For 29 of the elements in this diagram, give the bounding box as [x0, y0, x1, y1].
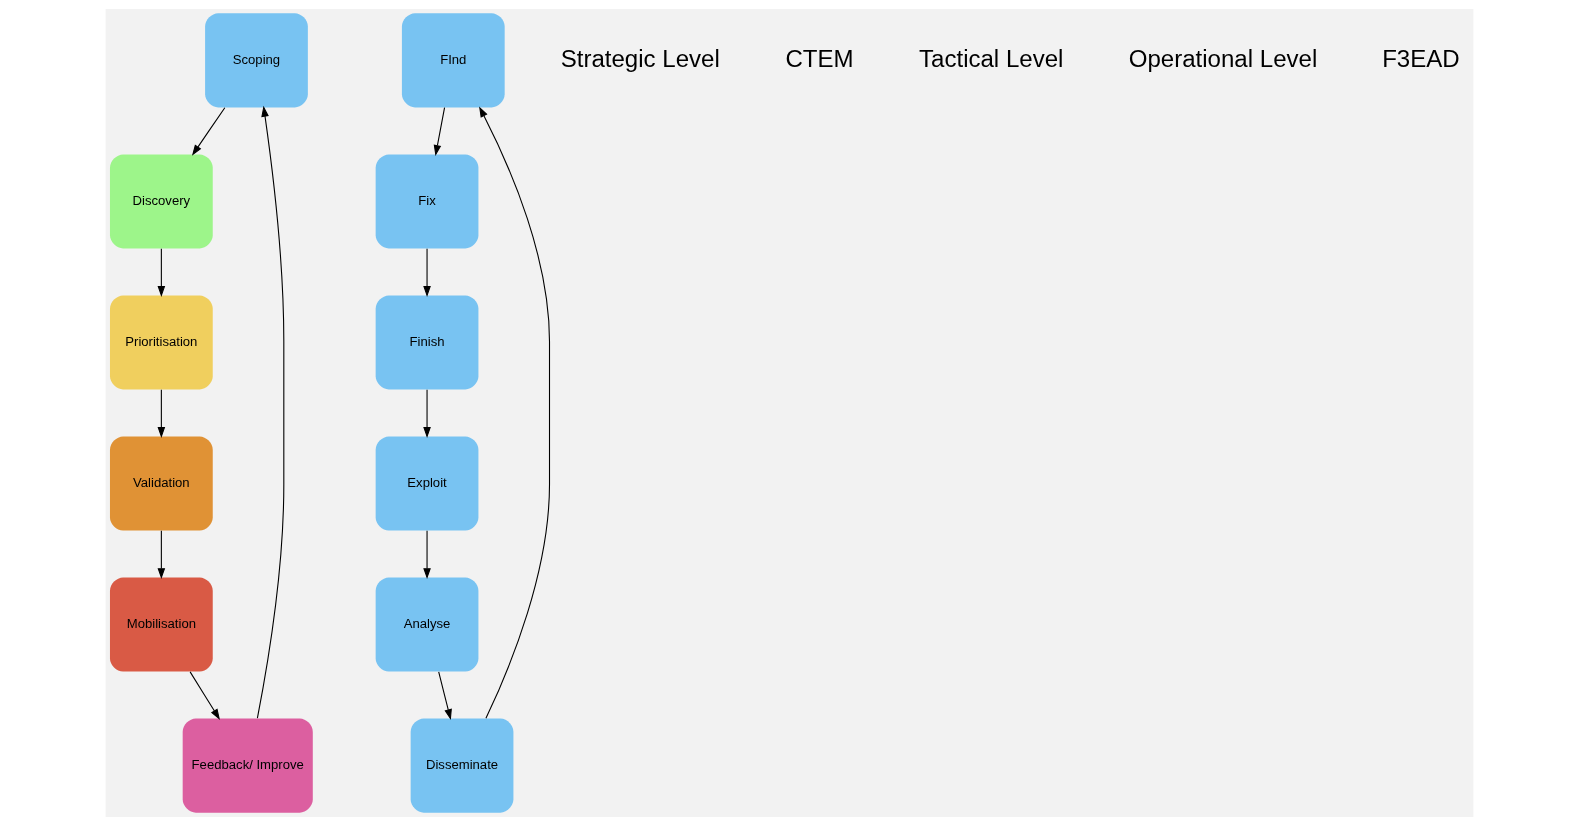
arrow [189, 670, 220, 720]
arrow [422, 529, 431, 579]
node-box: Feedback/ Improve [182, 718, 313, 813]
label: Strategic Level [560, 44, 720, 72]
node-box: Scoping [204, 12, 308, 107]
arrow [157, 388, 165, 438]
label: CTEM [785, 44, 854, 72]
node-box: Prioritisation [109, 294, 213, 389]
label: Operational Level [1128, 44, 1317, 72]
arrow [157, 529, 165, 579]
arrow [256, 105, 284, 719]
node-box: Analyse [375, 577, 478, 672]
arrow [437, 670, 452, 720]
arrow [433, 106, 445, 156]
label: Tactical Level [918, 44, 1063, 72]
node-box: Exploit [375, 436, 478, 531]
arrow [157, 247, 165, 297]
node-box: Mobilisation [109, 577, 213, 672]
node-box: Discovery [109, 153, 213, 248]
arrow [478, 105, 550, 719]
node-box: FInd [401, 12, 505, 107]
arrow [422, 247, 431, 297]
node-box: Fix [375, 153, 478, 248]
node-box: Finish [375, 294, 478, 389]
node-box: Validation [109, 436, 213, 531]
node-box: Disseminate [410, 718, 513, 813]
arrow [422, 388, 431, 438]
label: F3EAD [1381, 44, 1460, 72]
arrow [191, 106, 225, 156]
